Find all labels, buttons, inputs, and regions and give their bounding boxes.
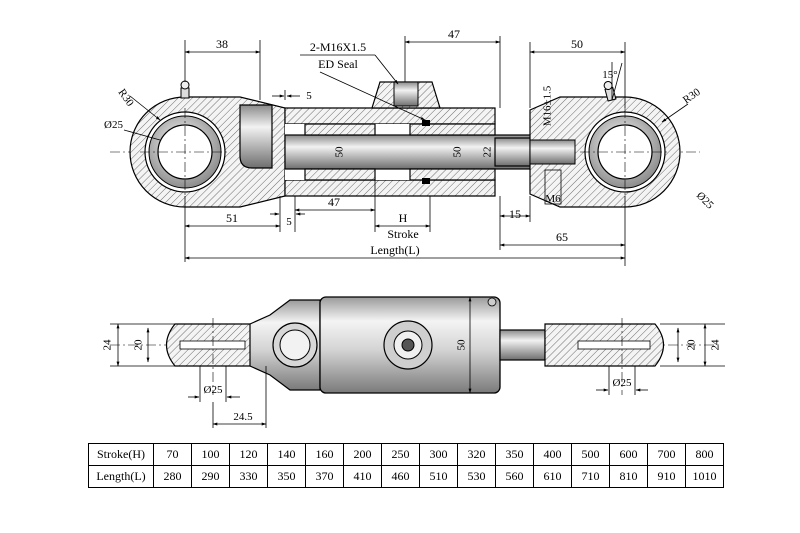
length-cell: 410 bbox=[343, 465, 382, 488]
length-cell: 370 bbox=[305, 465, 344, 488]
dim-m6: M6 bbox=[545, 193, 561, 205]
dim-15-bottom: 15 bbox=[509, 207, 521, 221]
length-cell: 510 bbox=[419, 465, 458, 488]
length-cell: 290 bbox=[191, 465, 230, 488]
seal-callout: ED Seal bbox=[318, 57, 358, 71]
dim-51: 51 bbox=[226, 211, 238, 225]
stroke-cell: 70 bbox=[153, 443, 192, 466]
dim-50-bore: 50 bbox=[452, 146, 464, 158]
dim-50-top: 50 bbox=[571, 37, 583, 51]
dim-5-top: 5 bbox=[306, 90, 312, 102]
dim-rod-thread: M16±1.5 bbox=[542, 85, 554, 126]
length-cell: 810 bbox=[609, 465, 648, 488]
length-cell: 280 bbox=[153, 465, 192, 488]
length-row: Length(L) 280 290 330 350 370 410 460 51… bbox=[88, 465, 724, 488]
dim-24-left: 24 bbox=[102, 339, 114, 351]
length-cell: 560 bbox=[495, 465, 534, 488]
gland-top bbox=[409, 123, 496, 136]
length-cell: 610 bbox=[533, 465, 572, 488]
dim-stroke-label: Stroke bbox=[387, 227, 418, 241]
bottom-side-view: 50 24 20 20 24 Ø25 Ø25 24. bbox=[102, 296, 725, 428]
dim-dia25-bottom-left: Ø25 bbox=[204, 384, 223, 396]
stroke-cell: 350 bbox=[495, 443, 534, 466]
length-cell: 330 bbox=[229, 465, 268, 488]
top-section-view: 38 47 2-M16X1.5 ED Seal 50 15° 5 R30 R30… bbox=[104, 27, 716, 266]
stroke-length-table: Stroke(H) 70 100 120 140 160 200 250 300… bbox=[88, 443, 724, 488]
stroke-cell: 320 bbox=[457, 443, 496, 466]
length-cell: 910 bbox=[647, 465, 686, 488]
dim-length: Length(L) bbox=[370, 243, 419, 257]
stroke-cell: 140 bbox=[267, 443, 306, 466]
dim-65: 65 bbox=[556, 230, 568, 244]
dim-20-right: 20 bbox=[686, 339, 698, 351]
barrel-top-wall bbox=[284, 107, 496, 125]
stroke-cell: 300 bbox=[419, 443, 458, 466]
stroke-cell: 250 bbox=[381, 443, 420, 466]
stroke-cell: 400 bbox=[533, 443, 572, 466]
dim-22: 22 bbox=[482, 147, 494, 158]
dim-dia25-right: Ø25 bbox=[694, 190, 716, 212]
stroke-cell: 600 bbox=[609, 443, 648, 466]
length-row-label: Length(L) bbox=[88, 465, 154, 488]
stroke-cell: 800 bbox=[685, 443, 724, 466]
dim-dia25-bottom-right: Ø25 bbox=[613, 377, 632, 389]
seal-top bbox=[422, 120, 430, 126]
dim-5-bottom: 5 bbox=[286, 216, 292, 228]
stroke-cell: 120 bbox=[229, 443, 268, 466]
stroke-cell: 200 bbox=[343, 443, 382, 466]
dim-47-bottom: 47 bbox=[328, 195, 340, 209]
gland-bottom bbox=[409, 168, 496, 181]
length-cell: 460 bbox=[381, 465, 420, 488]
dim-15deg: 15° bbox=[602, 69, 617, 81]
left-port-fitting bbox=[239, 104, 273, 169]
length-cell: 350 bbox=[267, 465, 306, 488]
stroke-cell: 160 bbox=[305, 443, 344, 466]
barrel-bottom-wall bbox=[284, 179, 496, 197]
dim-20-left: 20 bbox=[133, 339, 145, 351]
cylinder-drawing: 38 47 2-M16X1.5 ED Seal 50 15° 5 R30 R30… bbox=[102, 27, 725, 428]
dim-dia25-left: Ø25 bbox=[104, 119, 123, 131]
dim-38: 38 bbox=[216, 37, 228, 51]
stroke-row-label: Stroke(H) bbox=[88, 443, 154, 466]
length-cell: 710 bbox=[571, 465, 610, 488]
dim-24-right: 24 bbox=[710, 339, 722, 351]
dim-r30-right: R30 bbox=[681, 86, 703, 107]
stroke-cell: 700 bbox=[647, 443, 686, 466]
seal-bottom bbox=[422, 178, 430, 184]
dim-h: H bbox=[399, 211, 408, 225]
dim-50-side: 50 bbox=[456, 339, 468, 351]
rod-side bbox=[499, 329, 546, 361]
length-cell: 530 bbox=[457, 465, 496, 488]
thread-callout: 2-M16X1.5 bbox=[310, 40, 366, 54]
dim-24-5: 24.5 bbox=[233, 411, 253, 423]
length-cell: 1010 bbox=[685, 465, 724, 488]
stroke-cell: 100 bbox=[191, 443, 230, 466]
dim-50-body: 50 bbox=[334, 146, 346, 158]
stroke-row: Stroke(H) 70 100 120 140 160 200 250 300… bbox=[88, 443, 724, 466]
stroke-cell: 500 bbox=[571, 443, 610, 466]
dim-47-top: 47 bbox=[448, 27, 460, 41]
